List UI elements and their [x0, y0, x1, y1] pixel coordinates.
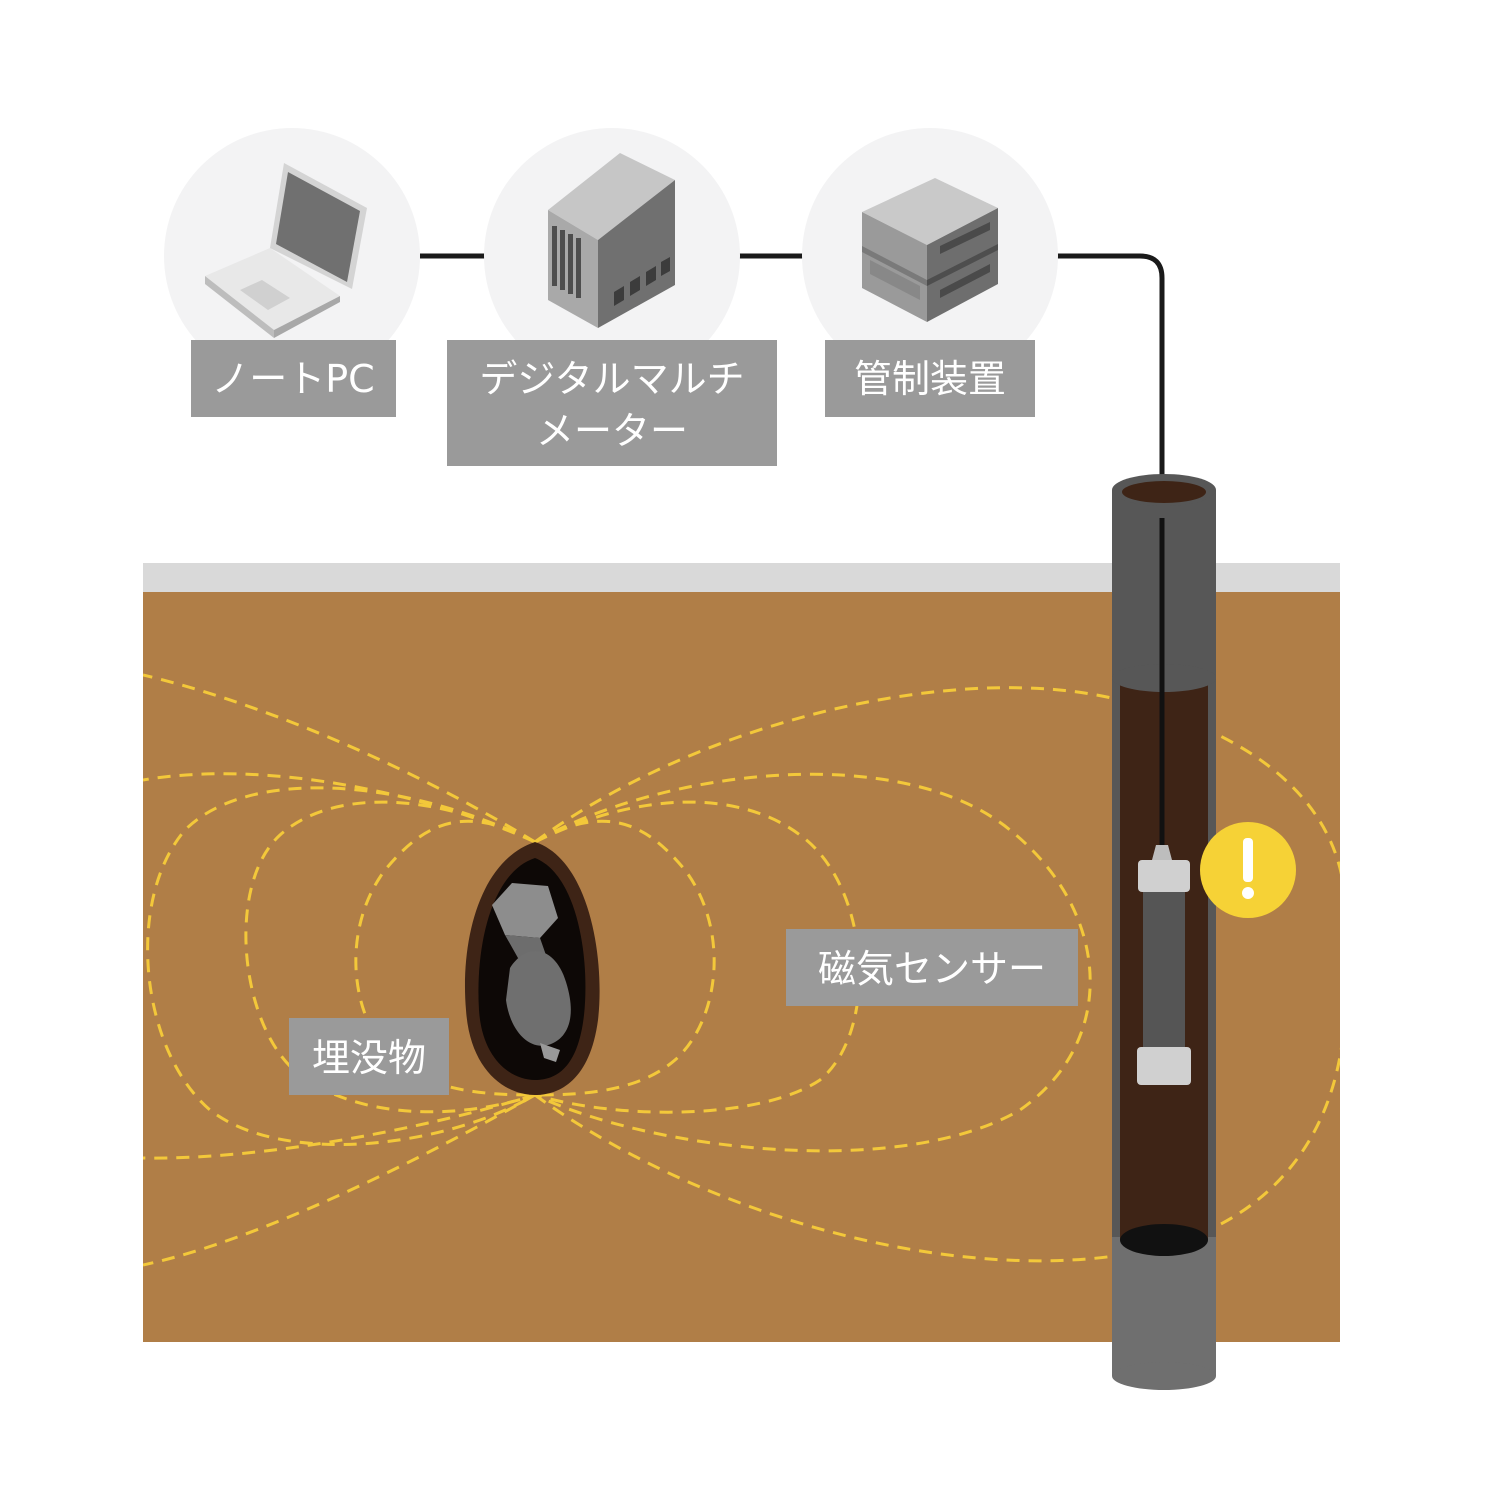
controller-label: 管制装置 [825, 340, 1035, 417]
server-tower-icon [548, 153, 675, 328]
buried-object-label-text: 埋没物 [312, 1036, 426, 1080]
sensor-label: 磁気センサー [786, 929, 1078, 1006]
sensor-label-text: 磁気センサー [818, 947, 1046, 991]
magnetic-sensor-probe [1137, 845, 1191, 1085]
laptop-label: ノートPC [191, 340, 396, 417]
exclamation-icon [1200, 822, 1296, 918]
bomb-shape [492, 883, 571, 1062]
multimeter-label-line1: デジタルマルチ [479, 357, 744, 401]
buried-object-label: 埋没物 [289, 1018, 449, 1095]
cable-links [420, 253, 1165, 518]
controller-label-text: 管制装置 [854, 357, 1006, 401]
multimeter-label: デジタルマルチ メーター [447, 340, 777, 466]
controller-device [802, 128, 1058, 384]
laptop-label-text: ノートPC [211, 357, 374, 401]
multimeter-label-line2: メーター [536, 409, 688, 453]
magnetic-field-lines [143, 673, 1340, 1267]
laptop-device [164, 128, 420, 384]
multimeter-device [484, 128, 740, 384]
buried-object [464, 842, 600, 1095]
control-unit-icon [862, 178, 998, 322]
laptop-icon [205, 163, 367, 338]
